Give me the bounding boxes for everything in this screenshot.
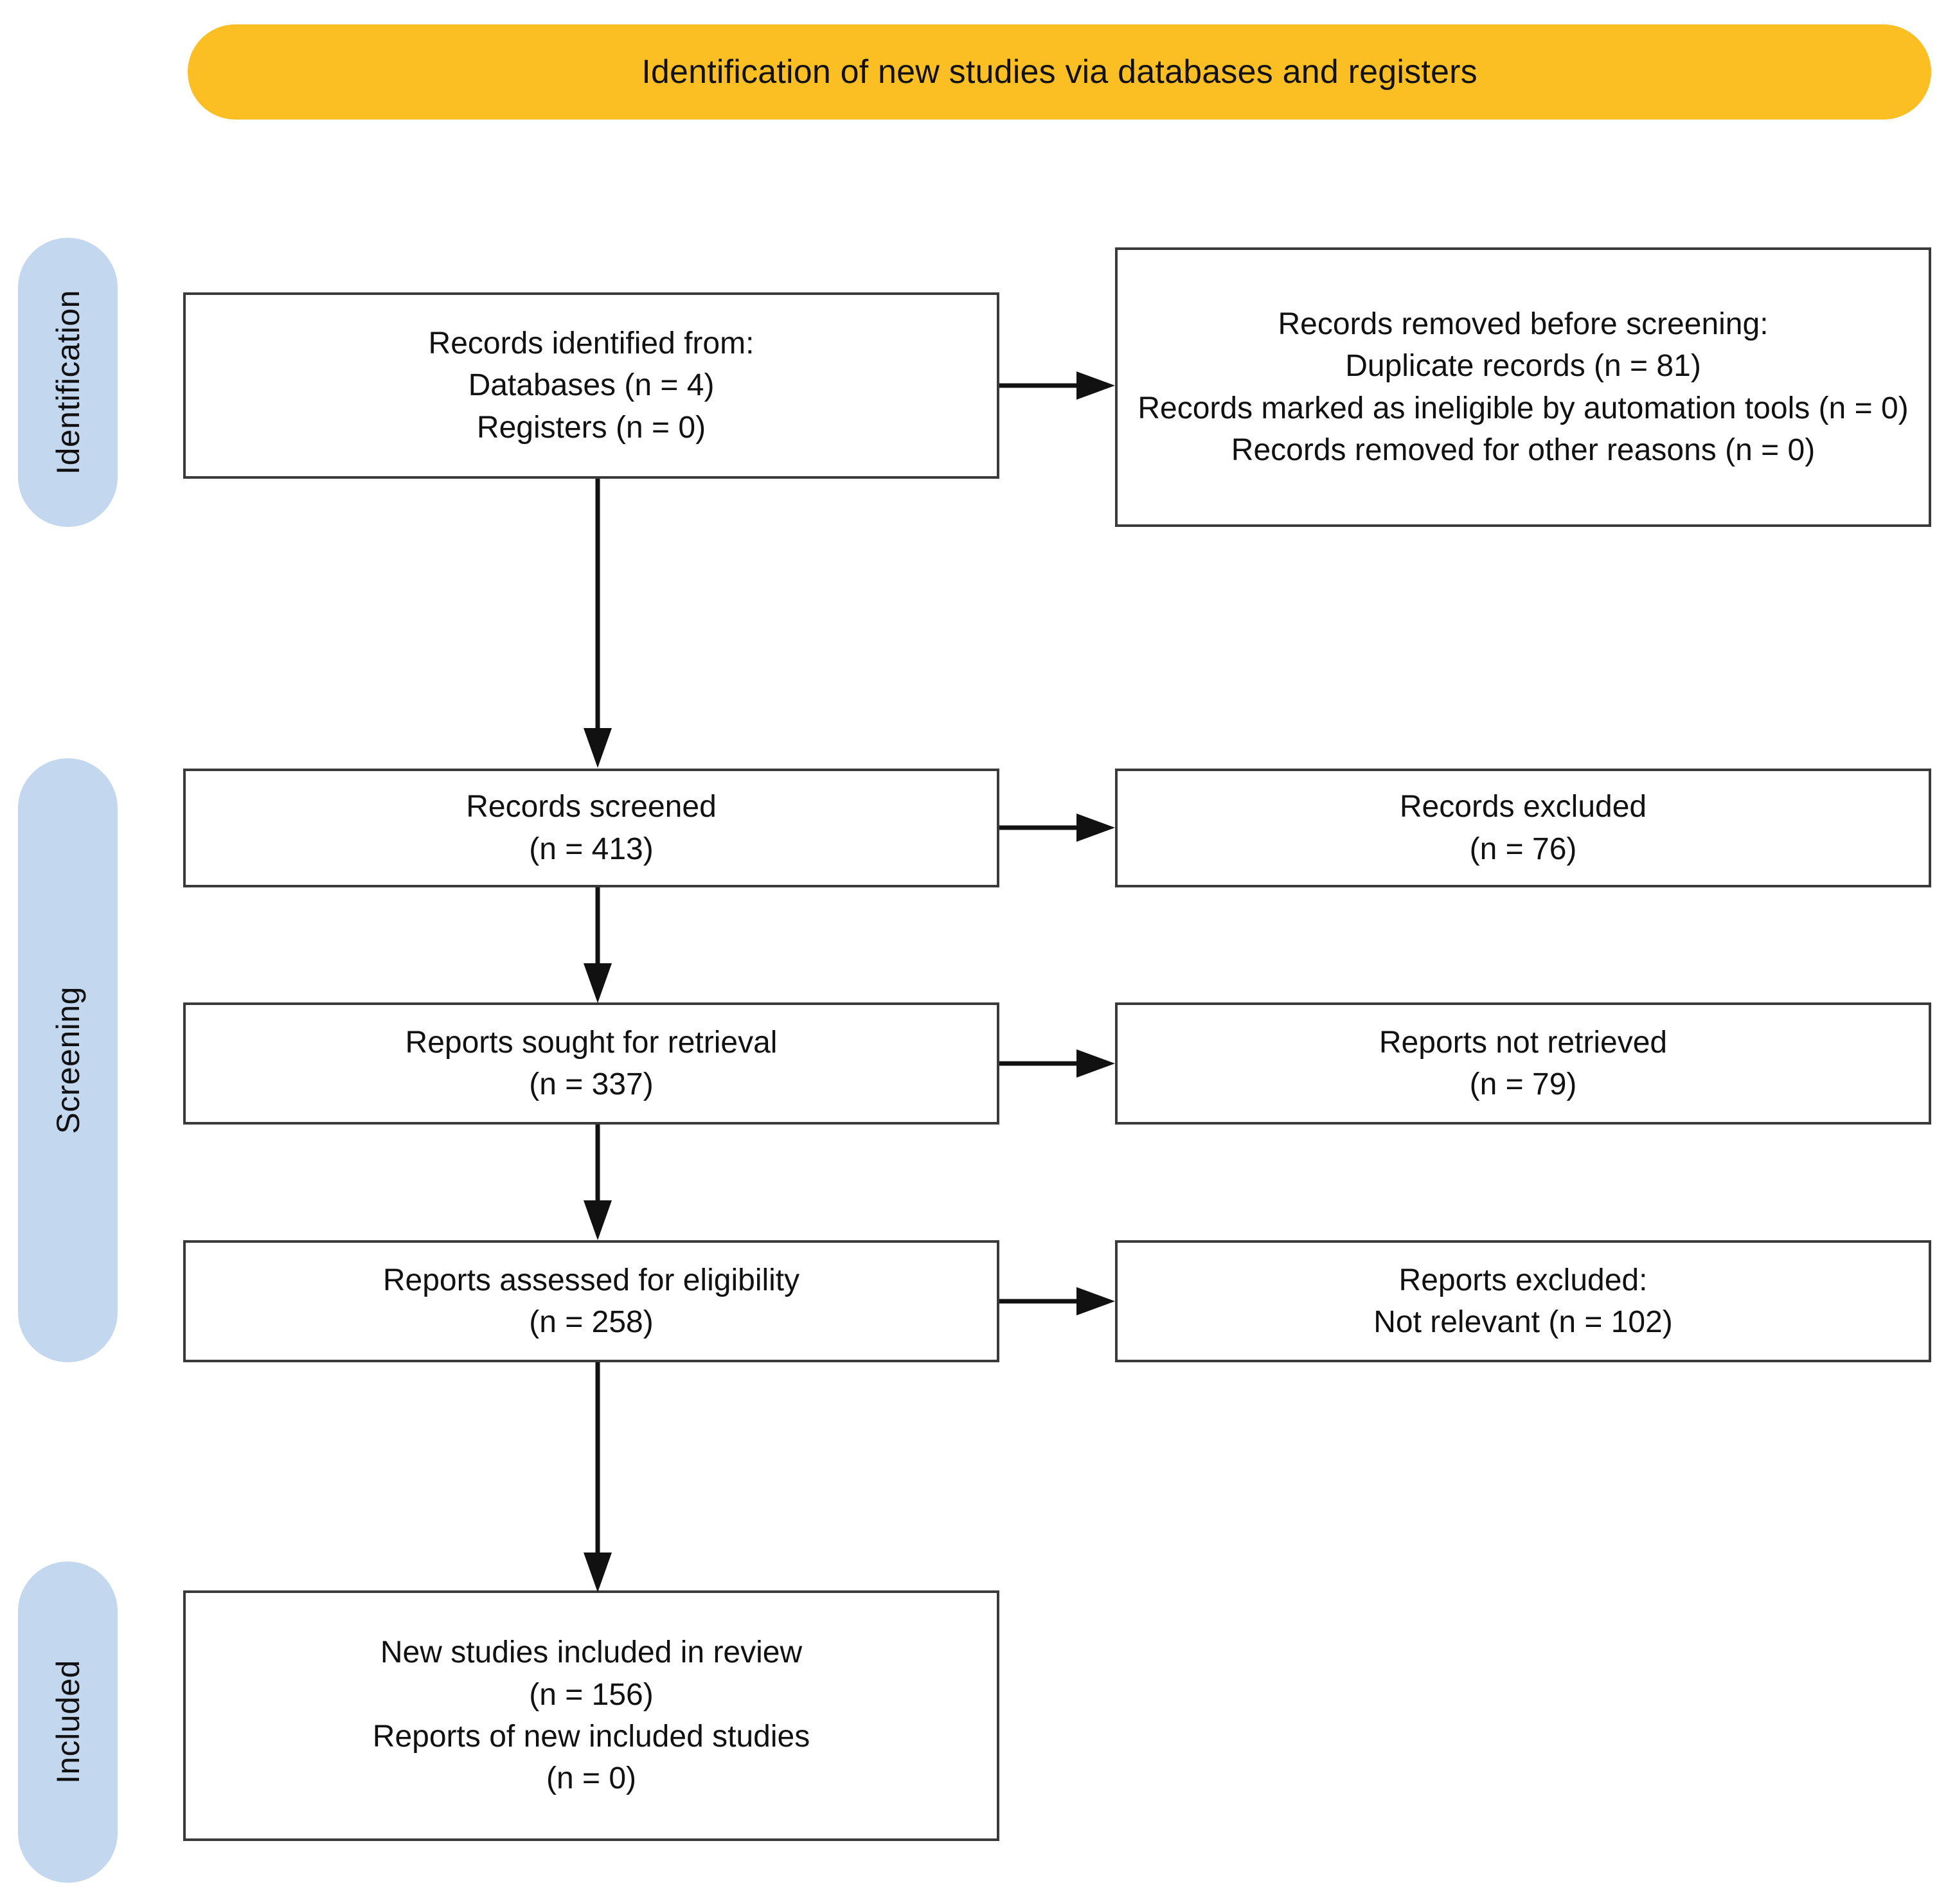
box-line: Records identified from:: [428, 326, 754, 361]
box-line: Reports assessed for eligibility: [382, 1263, 800, 1297]
box-line: (n = 0): [546, 1761, 637, 1796]
box-line: (n = 413): [529, 832, 654, 866]
box-records-identified: Records identified from: Databases (n = …: [183, 292, 999, 479]
box-line: Reports excluded:: [1398, 1263, 1648, 1297]
box-new-studies-included: New studies included in review (n = 156)…: [183, 1590, 999, 1841]
box-line: Databases (n = 4): [468, 368, 715, 403]
box-line: (n = 258): [529, 1305, 654, 1339]
box-reports-assessed-for-eligibility: Reports assessed for eligibility (n = 25…: [183, 1240, 999, 1362]
arrow-assessed-to-included: [578, 1362, 617, 1597]
stage-label-text: Included: [49, 1660, 86, 1784]
box-line: Records marked as ineligible by automati…: [1138, 391, 1909, 425]
arrow-screened-to-excluded: [999, 808, 1121, 847]
arrow-identified-to-removed: [999, 366, 1121, 405]
box-line: Records screened: [466, 790, 717, 824]
box-reports-excluded: Reports excluded: Not relevant (n = 102): [1115, 1240, 1931, 1362]
box-line: Registers (n = 0): [476, 410, 706, 445]
box-line: Records removed for other reasons (n = 0…: [1231, 432, 1816, 467]
box-line: Not relevant (n = 102): [1373, 1305, 1673, 1339]
arrow-identified-to-screened: [578, 479, 617, 771]
stage-label-identification: Identification: [18, 238, 118, 527]
arrow-assessed-to-reports-excluded: [999, 1282, 1121, 1321]
box-line: (n = 79): [1469, 1067, 1577, 1101]
box-line: Duplicate records (n = 81): [1345, 349, 1701, 384]
box-line: (n = 337): [529, 1067, 654, 1101]
arrow-sought-to-assessed: [578, 1125, 617, 1243]
stage-label-text: Identification: [49, 290, 86, 475]
stage-label-screening: Screening: [18, 758, 118, 1362]
diagram-title: Identification of new studies via databa…: [641, 53, 1477, 91]
arrow-sought-to-not-retrieved: [999, 1044, 1121, 1083]
box-line: Reports of new included studies: [372, 1720, 810, 1754]
arrow-screened-to-sought: [578, 887, 617, 1006]
stage-label-text: Screening: [49, 986, 86, 1134]
box-records-removed-before-screening: Records removed before screening: Duplic…: [1115, 247, 1931, 527]
box-reports-not-retrieved: Reports not retrieved (n = 79): [1115, 1002, 1931, 1125]
box-line: Reports not retrieved: [1379, 1025, 1668, 1060]
box-records-excluded: Records excluded (n = 76): [1115, 769, 1931, 887]
box-line: (n = 156): [529, 1677, 654, 1712]
stage-label-included: Included: [18, 1561, 118, 1883]
box-records-screened: Records screened (n = 413): [183, 769, 999, 887]
box-line: Reports sought for retrieval: [405, 1025, 778, 1060]
box-line: (n = 76): [1469, 832, 1577, 866]
diagram-title-banner: Identification of new studies via databa…: [188, 24, 1931, 120]
box-line: Records removed before screening:: [1278, 307, 1769, 341]
box-reports-sought-for-retrieval: Reports sought for retrieval (n = 337): [183, 1002, 999, 1125]
box-line: New studies included in review: [380, 1635, 803, 1670]
box-line: Records excluded: [1399, 790, 1647, 824]
